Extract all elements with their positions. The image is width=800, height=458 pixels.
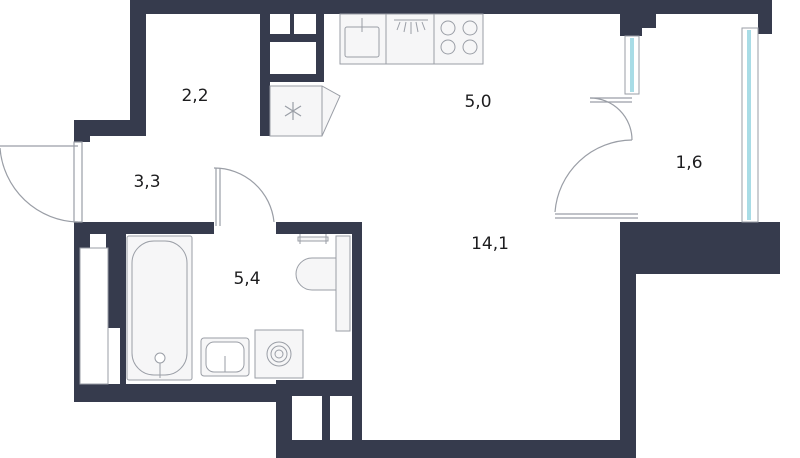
doors: [0, 97, 638, 226]
room-area-balcony: 1,6: [675, 153, 703, 173]
room-area-storage: 2,2: [181, 86, 209, 106]
bathroom-fixtures: [126, 234, 351, 381]
wall-top-balcony: [620, 0, 772, 14]
fridge: [269, 85, 341, 137]
wall-bottom-niche-base: [276, 440, 362, 458]
balcony-door-swing-bottom: [554, 139, 633, 213]
wall-bathroom-bottom: [74, 384, 292, 402]
wall-bathroom-top-right: [276, 222, 362, 234]
snowflake-icon: [284, 102, 302, 120]
kitchen-fixtures: [269, 13, 484, 137]
wall-niche-right: [316, 14, 324, 82]
toilet-bowl: [295, 257, 337, 291]
cooktop-icon: [440, 20, 478, 55]
wall-storage-left: [130, 0, 146, 136]
wall-bottom-right: [352, 440, 636, 458]
entrance-door-swing: [0, 147, 79, 223]
range-hood-icon: [394, 19, 428, 34]
shaft-space: [79, 247, 109, 385]
bathroom-door-swing: [213, 167, 275, 223]
wall-hall-left-top: [74, 120, 90, 142]
wall-bottom-niche-mid: [322, 396, 330, 440]
wall-niche-mid: [290, 14, 294, 34]
wall-bathroom-pillar: [120, 234, 126, 384]
wall-top-mid: [260, 0, 660, 14]
room-area-bathroom: 5,4: [233, 269, 261, 289]
room-area-hallway: 3,3: [133, 172, 161, 192]
balcony-door-swing-top: [589, 97, 633, 141]
wall-right-lower: [620, 222, 636, 444]
towel-rail: [297, 236, 329, 242]
washing-machine: [254, 329, 304, 379]
wall-niche-shelf2: [260, 74, 324, 82]
wall-balcony-right: [758, 0, 772, 34]
room-area-kitchen: 5,0: [464, 92, 492, 112]
wall-top-left: [130, 0, 260, 14]
entrance-door-frame: [73, 141, 83, 223]
windows: [624, 27, 759, 223]
wall-bottom-niche: [276, 380, 362, 396]
wall-niche-shelf1: [260, 34, 324, 42]
wall-balcony-corner: [620, 14, 656, 28]
wall-balcony-bottom: [620, 222, 780, 236]
washing-machine-icon: [266, 341, 292, 367]
wall-storage-step: [74, 120, 146, 136]
bathtub-drain: [154, 352, 166, 364]
wall-bathroom-right: [352, 222, 362, 444]
window-balcony-left-glass: [630, 38, 634, 92]
wall-bathroom-top-left: [74, 222, 214, 234]
toilet-tank: [335, 235, 351, 332]
wall-bathroom-inner: [106, 234, 122, 328]
room-area-living: 14,1: [471, 234, 509, 254]
wall-balcony-step: [636, 236, 780, 274]
window-balcony-right-glass: [747, 30, 751, 220]
walls: [74, 0, 780, 458]
